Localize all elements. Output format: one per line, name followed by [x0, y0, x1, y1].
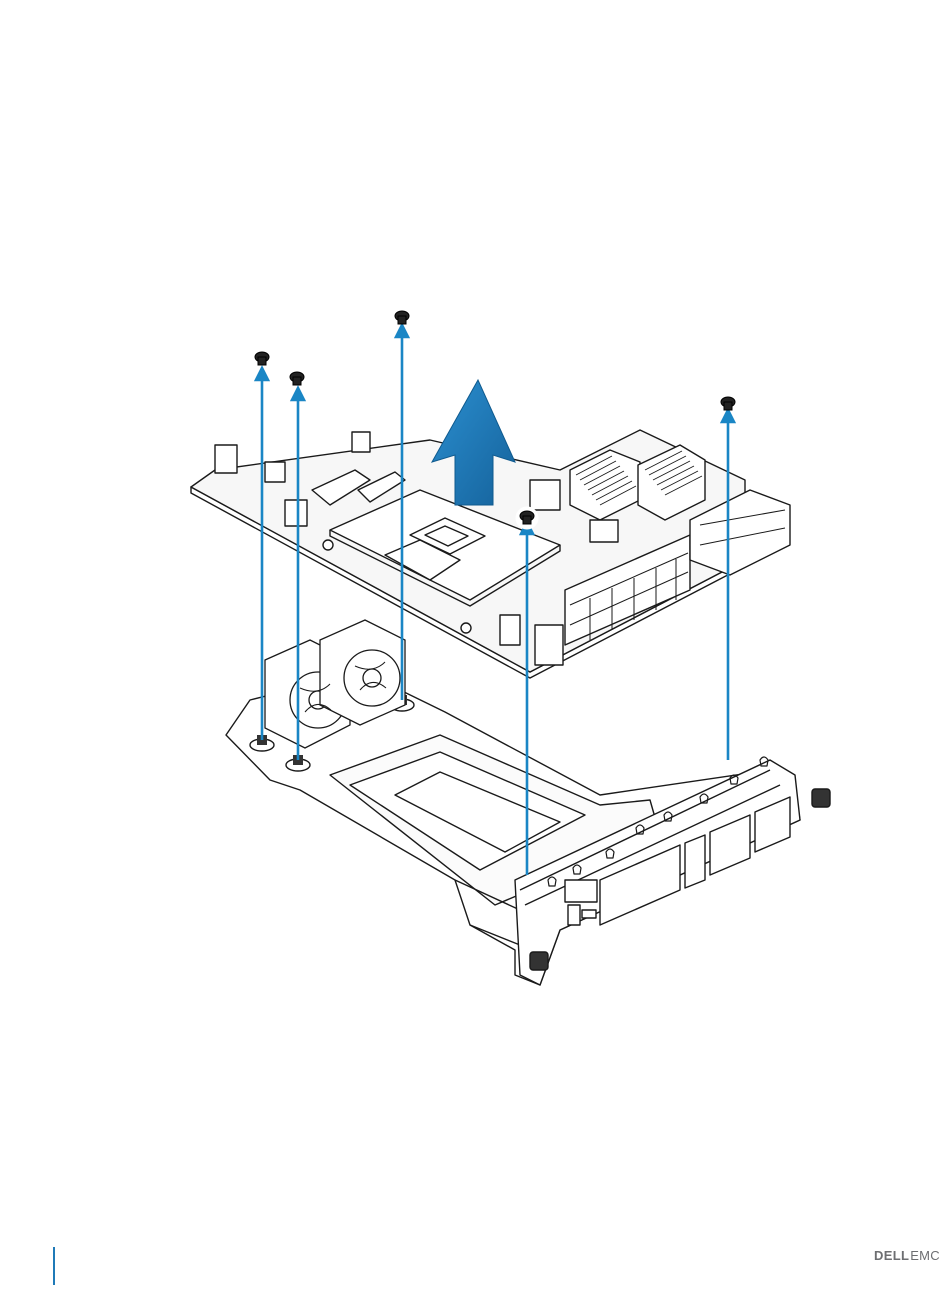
- logo-dell-text: DELL: [874, 1248, 909, 1263]
- dell-emc-logo: DELL EMC: [874, 1248, 940, 1263]
- footer-accent-rule: [53, 1247, 55, 1285]
- logo-emc-text: EMC: [910, 1248, 940, 1263]
